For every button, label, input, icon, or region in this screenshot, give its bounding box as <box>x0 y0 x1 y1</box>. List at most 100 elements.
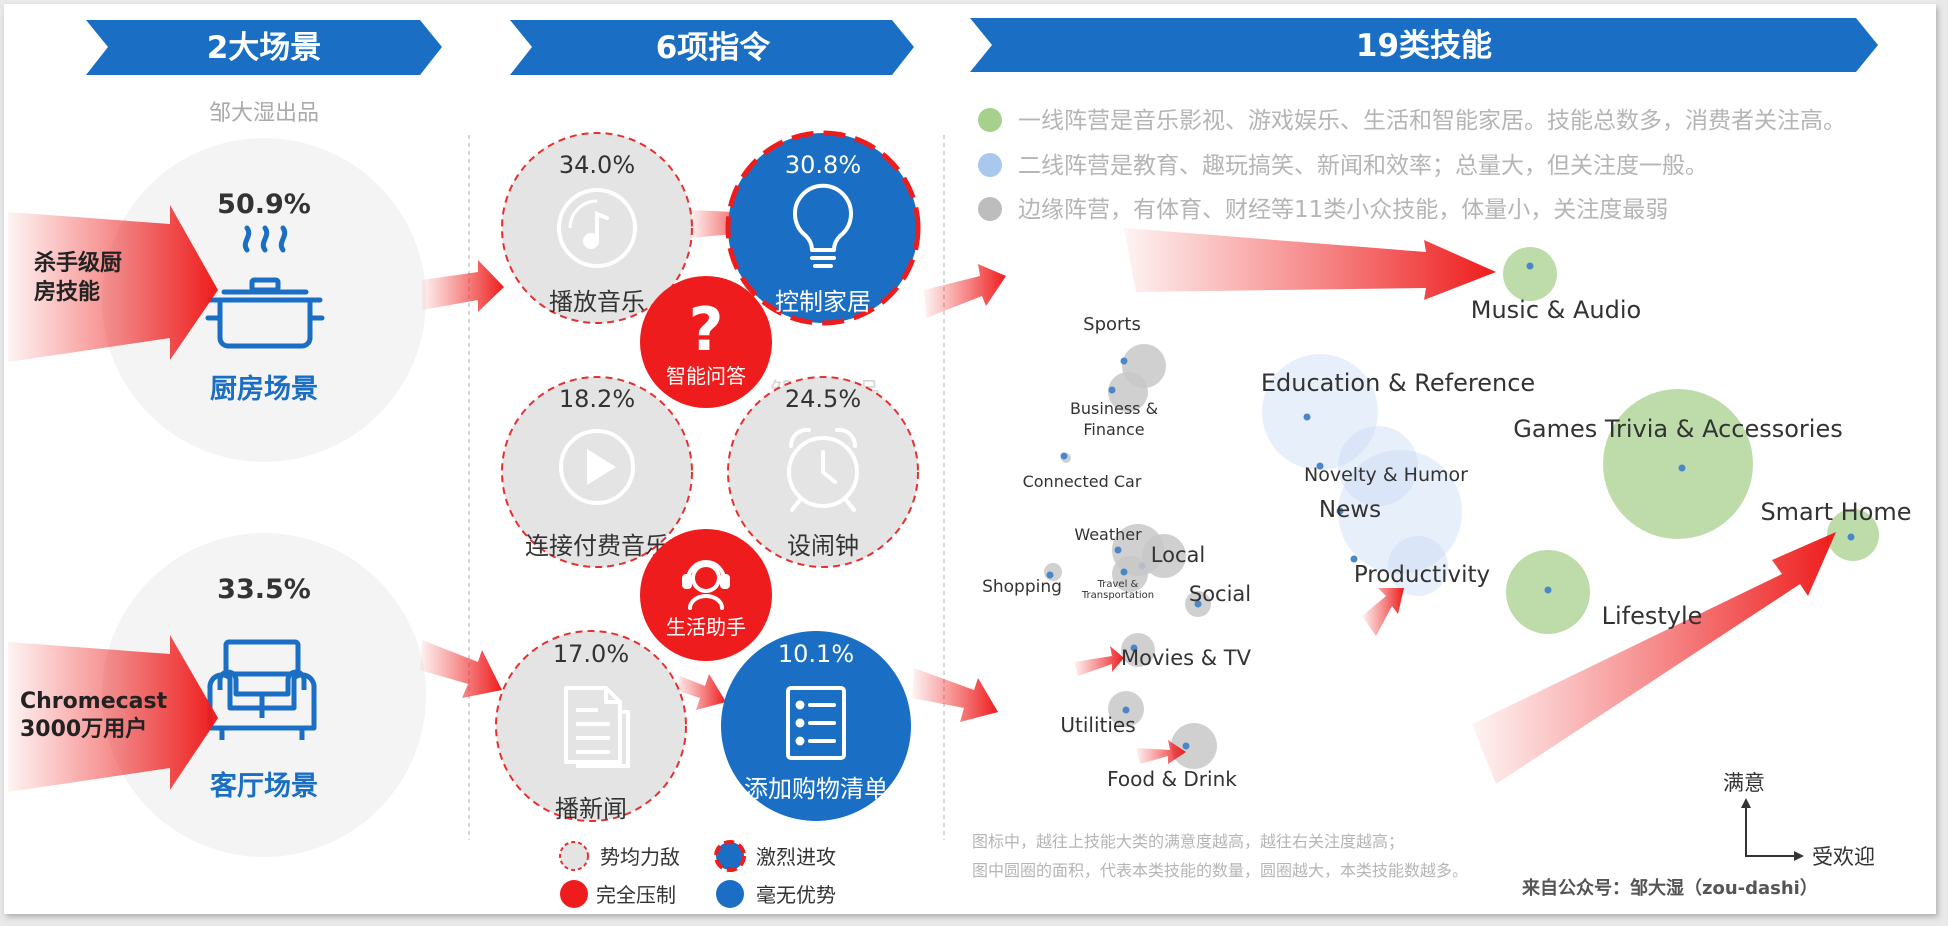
tier-first-text: 一线阵营是音乐影视、游戏娱乐、生活和智能家居。技能总数多，消费者关注高。 <box>1018 108 1846 134</box>
bubble-business-finance[interactable] <box>1108 372 1148 412</box>
command-play-news-label: 播新闻 <box>555 795 627 823</box>
command-control-home-label: 控制家居 <box>775 288 871 316</box>
tier-second-dot <box>978 153 1002 177</box>
axis-y-label: 满意 <box>1723 771 1765 795</box>
bubble-label-travel-1: Travel & <box>1097 579 1139 590</box>
arrow-to-food-drink <box>1136 740 1186 764</box>
scene-livingroom-arrow <box>8 635 218 792</box>
scene-livingroom-tag-2: 3000万用户 <box>20 716 147 742</box>
bubble-dot-social <box>1194 600 1202 608</box>
legend-item-disadvantage: 毫无优势 <box>716 880 836 908</box>
command-paid-music[interactable]: 18.2% 连接付费音乐 <box>501 376 693 568</box>
bubble-label-productivity: Productivity <box>1354 562 1490 588</box>
scene-livingroom-name: 客厅场景 <box>210 770 318 802</box>
bubble-label-education: Education & Reference <box>1261 369 1535 397</box>
header-commands-label: 6项指令 <box>656 30 772 66</box>
bubble-travel-transportation[interactable] <box>1112 556 1148 592</box>
command-play-music-label: 播放音乐 <box>549 288 645 316</box>
newspaper-icon <box>564 686 630 768</box>
command-shopping-list-label: 添加购物清单 <box>744 775 888 803</box>
header-scenes-label: 2大场景 <box>207 30 322 66</box>
legend-item-attack: 激烈进攻 <box>714 840 836 872</box>
bubble-novelty-humor[interactable] <box>1338 426 1418 506</box>
bubble-dot-utilities <box>1122 706 1130 714</box>
bubble-dot-connected-car <box>1060 452 1068 460</box>
source-label: 来自公众号：邹大湿（zou-dashi） <box>1521 877 1818 899</box>
bubble-music-audio[interactable] <box>1503 247 1557 301</box>
bubble-label-food-drink: Food & Drink <box>1107 767 1237 791</box>
status-legend: 势均力敌 激烈进攻 完全压制 毫无优势 <box>559 840 836 908</box>
bubble-label-social: Social <box>1189 582 1251 606</box>
note-line-2: 图中圆圈的面积，代表本类技能的数量，圆圈越大，本类技能数越多。 <box>972 861 1468 880</box>
bubble-dot-food-drink <box>1182 742 1190 750</box>
arrow-to-productivity <box>1362 588 1404 636</box>
bubble-label-weather: Weather <box>1074 525 1142 544</box>
bubble-dot-productivity <box>1350 555 1358 563</box>
bubble-label-music-audio: Music & Audio <box>1471 296 1641 324</box>
scene-kitchen-name: 厨房场景 <box>210 374 318 405</box>
bubble-label-local: Local <box>1151 543 1205 567</box>
bubble-dot-news <box>1336 507 1344 515</box>
bubble-news[interactable] <box>1338 450 1462 574</box>
arrow-home-to-skills <box>924 264 1006 318</box>
bubble-dot-movies-tv <box>1130 644 1138 652</box>
bubble-label-sports: Sports <box>1083 314 1141 335</box>
scene-kitchen-percent: 50.9% <box>217 189 311 220</box>
command-shopping-list[interactable]: 10.1% 添加购物清单 <box>721 631 911 821</box>
command-shopping-list-percent: 10.1% <box>778 640 854 668</box>
bubble-label-travel-2: Transportation <box>1081 590 1154 601</box>
arrow-news-to-shopping <box>676 674 726 710</box>
header-commands: 6项指令 <box>510 20 914 75</box>
bubble-chart <box>1044 247 1879 769</box>
bubble-food-drink[interactable] <box>1171 723 1217 769</box>
bubble-local[interactable] <box>1142 534 1186 578</box>
scene-kitchen-arrow <box>8 205 218 362</box>
scene-livingroom-percent: 33.5% <box>217 574 311 605</box>
arrow-to-movies-tv <box>1074 646 1124 676</box>
bubble-dot-travel-transportation <box>1120 568 1128 576</box>
arrow-to-smart-home <box>1472 532 1836 784</box>
tier-edge-text: 边缘阵营，有体育、财经等11类小众技能，体量小，关注度最弱 <box>1018 197 1668 223</box>
header-skills: 19类技能 <box>970 18 1878 72</box>
scene-kitchen-tag-1: 杀手级厨 <box>34 250 122 276</box>
axis-x-label: 受欢迎 <box>1812 845 1875 869</box>
scene-kitchen-tag-2: 房技能 <box>34 279 100 305</box>
legend-item-even-label: 势均力敌 <box>600 845 680 869</box>
bubble-movies-tv[interactable] <box>1121 633 1155 667</box>
command-play-news-percent: 17.0% <box>553 640 629 668</box>
bubble-productivity[interactable] <box>1388 536 1448 596</box>
command-play-news[interactable]: 17.0% 播新闻 <box>495 630 687 823</box>
legend-item-attack-label: 激烈进攻 <box>756 845 836 869</box>
badge-smart-qa[interactable]: ? 智能问答 <box>640 276 772 408</box>
command-control-home[interactable]: 30.8% 控制家居 <box>725 130 921 326</box>
bubble-label-news: News <box>1319 497 1381 523</box>
command-control-home-percent: 30.8% <box>785 151 861 179</box>
arrow-kitchen-to-commands <box>422 260 504 312</box>
bubble-education-reference[interactable] <box>1262 354 1378 470</box>
badge-life-assistant[interactable]: 生活助手 <box>640 529 772 661</box>
tier-first-dot <box>978 108 1002 132</box>
command-play-music-percent: 34.0% <box>559 151 635 179</box>
music-disc-icon <box>557 188 637 268</box>
bubble-dot-business-finance <box>1108 386 1116 394</box>
bubble-dot-education-reference <box>1303 413 1311 421</box>
producer-label: 邹大湿出品 <box>209 101 319 126</box>
bubble-label-business-2: Finance <box>1083 420 1144 439</box>
arrow-shopping-to-skills <box>912 668 998 722</box>
bubble-label-lifestyle: Lifestyle <box>1602 602 1703 630</box>
bubble-dot-sports <box>1120 357 1128 365</box>
alarm-clock-icon <box>787 427 859 512</box>
bubble-label-utilities: Utilities <box>1060 713 1135 737</box>
bubble-label-connected-car: Connected Car <box>1023 472 1142 491</box>
axes-indicator: 满意 受欢迎 <box>1723 771 1875 869</box>
scene-kitchen: 50.9% 厨房场景 杀手级厨 房技能 <box>8 138 426 462</box>
bubble-dot-games-trivia-accessories <box>1678 464 1686 472</box>
legend-item-dominate: 完全压制 <box>560 880 676 908</box>
bubble-games-trivia-accessories[interactable] <box>1603 389 1753 539</box>
bubble-label-movies-tv: Movies & TV <box>1121 646 1252 670</box>
tier-legend: 一线阵营是音乐影视、游戏娱乐、生活和智能家居。技能总数多，消费者关注高。 二线阵… <box>978 108 1846 223</box>
bubble-dot-smart-home <box>1847 533 1855 541</box>
command-set-alarm[interactable]: 24.5% 设闹钟 <box>727 376 919 568</box>
play-icon <box>559 429 635 505</box>
